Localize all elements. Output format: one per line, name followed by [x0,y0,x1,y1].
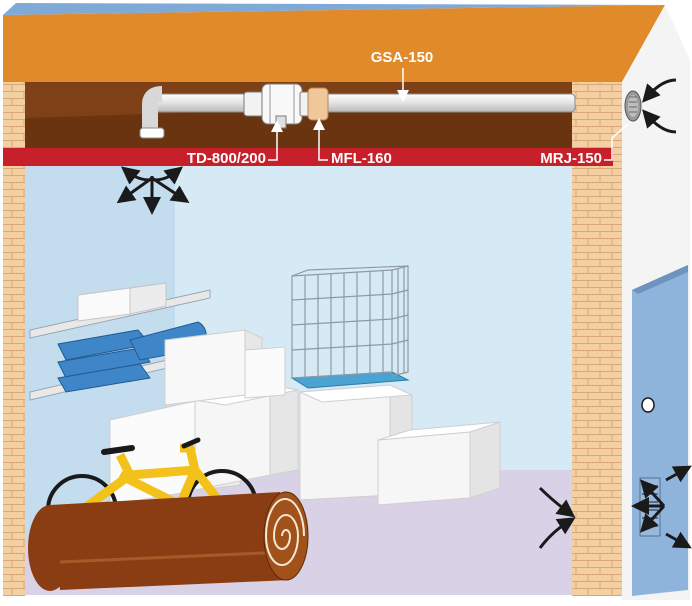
silencer-mfl-160 [307,87,329,121]
bike-handlebar [181,437,201,449]
airflow-arrows [116,78,692,549]
ceiling-band [3,148,613,166]
insulation-roll [28,491,309,591]
left-brick-wall [3,82,25,596]
leader-fan [268,120,283,161]
roof-side [622,5,690,82]
label-gsa-150: GSA-150 [371,49,434,66]
label-mfl-160: MFL-160 [331,150,392,167]
box [377,421,501,506]
roll-seam [59,550,286,564]
label-mrj-150: MRJ-150 [540,150,602,167]
roll-spiral [264,498,305,566]
duct-outlet [139,127,165,139]
box [244,346,286,399]
leader-grille [604,123,629,161]
grille-mrj-150 [624,90,642,122]
wire-cage [290,265,410,389]
roll-back [28,505,72,591]
duct-elbow [142,86,163,135]
leader-silencer [313,118,328,161]
roof-edge [3,3,665,15]
airflow-arrows-icon [631,465,692,549]
airflow-arrows-icon [538,486,576,549]
roof [3,3,690,82]
door [632,265,688,596]
airflow-arrows-icon [116,166,190,215]
leader-lines [268,68,629,161]
duct-system [139,83,576,139]
bike-seat [101,445,135,455]
door-frame [632,265,688,294]
exterior [622,60,690,600]
roll-body [50,492,290,590]
right-brick-wall [572,82,622,596]
airflow-arrows-icon [642,78,677,134]
bike-frame [79,443,226,514]
shelf-boxes [77,282,167,322]
duct-gsa-150 [154,93,576,113]
roll-end [263,491,309,581]
label-td-800-200: TD-800/200 [187,150,266,167]
door-handle [641,397,655,413]
roof-top [3,5,665,82]
